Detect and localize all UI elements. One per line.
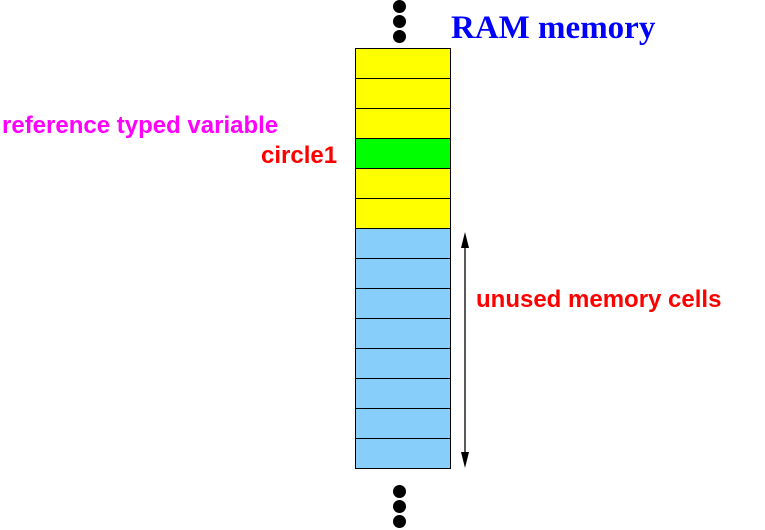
reference-variable-label: reference typed variable [2,112,279,139]
arrow-head-down [461,452,469,468]
diagram-title: RAM memory [451,10,656,46]
memory-cell-unused [355,438,451,469]
unused-range-label: unused memory cells [476,286,722,313]
ellipsis-dot [393,485,406,498]
ellipsis-dot [393,15,406,28]
memory-cell-used [355,48,451,79]
memory-cell-used [355,168,451,199]
memory-cell-used [355,108,451,139]
ellipsis-dot [393,515,406,528]
top-ellipsis-icon [393,0,407,45]
memory-cell-used [355,198,451,229]
memory-cell-unused [355,258,451,289]
bottom-ellipsis-icon [393,485,407,530]
memory-cell-unused [355,288,451,319]
ellipsis-dot [393,0,406,13]
unused-range-arrow-icon [461,232,469,468]
memory-cell-variable [355,138,451,169]
variable-name-label: circle1 [261,142,338,169]
memory-cell-unused [355,318,451,349]
ellipsis-dot [393,500,406,513]
memory-column [355,48,451,469]
memory-cell-unused [355,378,451,409]
memory-cell-unused [355,228,451,259]
memory-cell-used [355,78,451,109]
arrow-head-up [461,232,469,248]
memory-cell-unused [355,348,451,379]
ellipsis-dot [393,30,406,43]
memory-cell-unused [355,408,451,439]
